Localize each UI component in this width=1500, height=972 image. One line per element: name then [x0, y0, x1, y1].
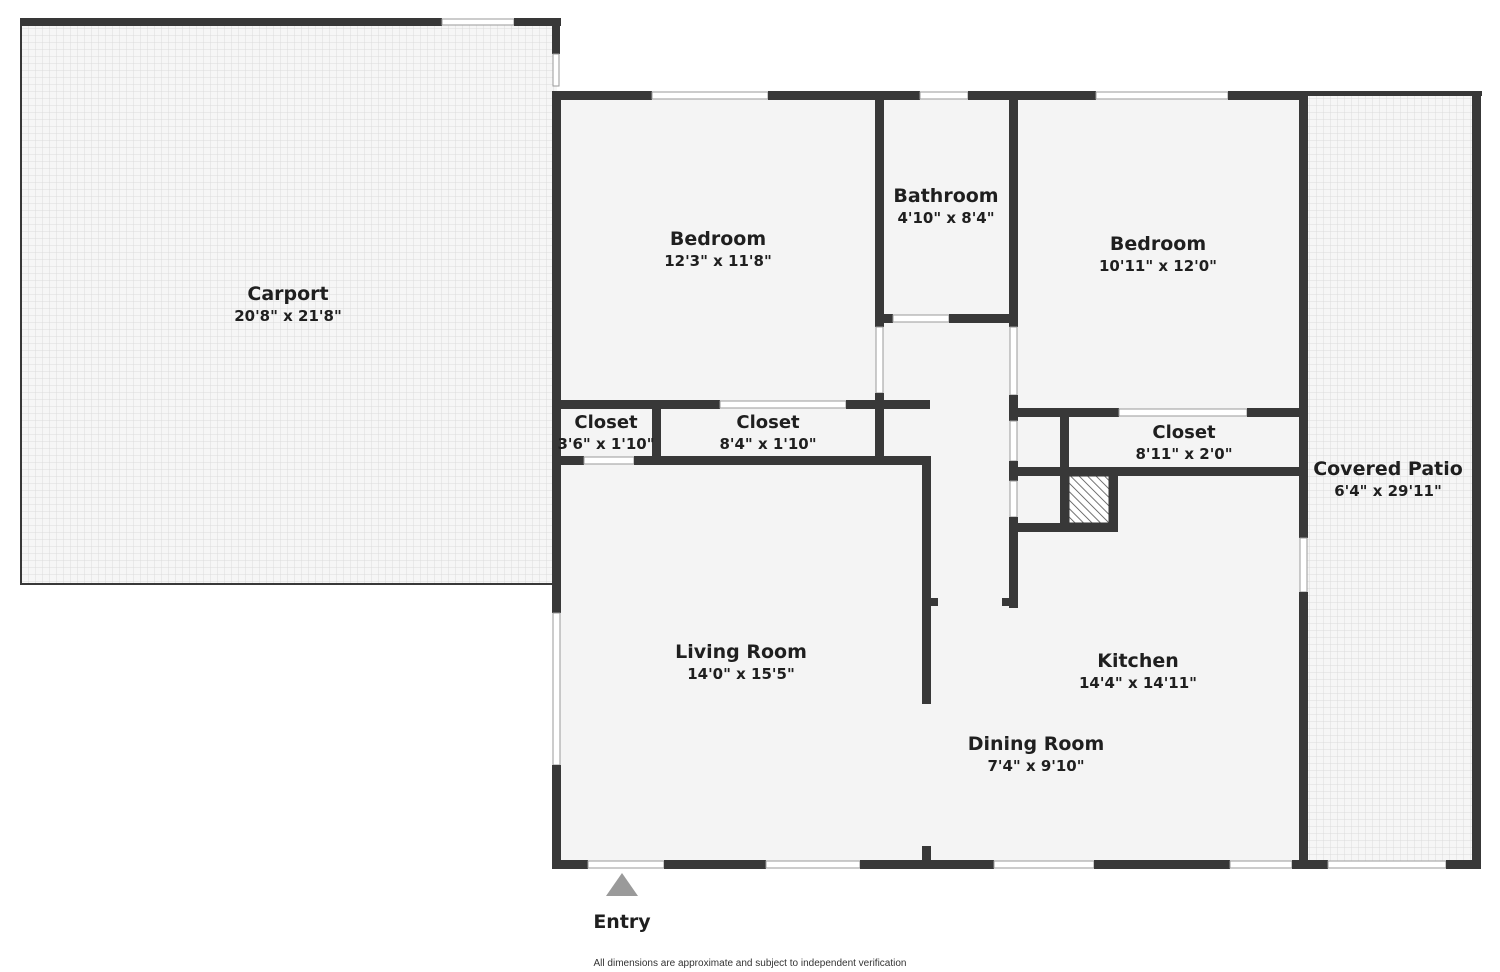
interior-walls [552, 95, 1303, 864]
covered-patio-dims: 6'4" x 29'11" [1334, 482, 1442, 500]
carport-dims: 20'8" x 21'8" [234, 307, 342, 325]
bedroom-1-dims: 12'3" x 11'8" [664, 252, 772, 270]
closet-3-name: Closet [1152, 422, 1216, 443]
covered-patio-area [1306, 94, 1476, 864]
kitchen-dims: 14'4" x 14'11" [1079, 674, 1197, 692]
closet-3-dims: 8'11" x 2'0" [1135, 445, 1232, 463]
carport-walls [20, 18, 561, 585]
bedroom-2-dims: 10'11" x 12'0" [1099, 257, 1217, 275]
living-room-dims: 14'0" x 15'5" [687, 665, 795, 683]
exterior-walls [552, 91, 1482, 869]
carport-name: Carport [247, 283, 328, 305]
bathroom-name: Bathroom [893, 185, 998, 207]
disclaimer-text: All dimensions are approximate and subje… [594, 958, 907, 969]
covered-patio-name: Covered Patio [1313, 458, 1463, 480]
kitchen-name: Kitchen [1097, 650, 1179, 672]
bathroom-dims: 4'10" x 8'4" [897, 209, 994, 227]
entry-arrow-icon [606, 873, 638, 896]
carport-area [21, 22, 557, 584]
closet-1-dims: 3'6" x 1'10" [557, 435, 654, 453]
dining-room-name: Dining Room [968, 733, 1105, 755]
closet-1-name: Closet [574, 412, 638, 433]
living-room-name: Living Room [675, 641, 807, 663]
chimney-hatched-block [1068, 475, 1110, 524]
closet-2-dims: 8'4" x 1'10" [719, 435, 816, 453]
entry-label: Entry [593, 911, 651, 933]
closet-2-name: Closet [736, 412, 800, 433]
dining-room-dims: 7'4" x 9'10" [987, 757, 1084, 775]
bedroom-1-name: Bedroom [670, 228, 766, 250]
bedroom-2-name: Bedroom [1110, 233, 1206, 255]
